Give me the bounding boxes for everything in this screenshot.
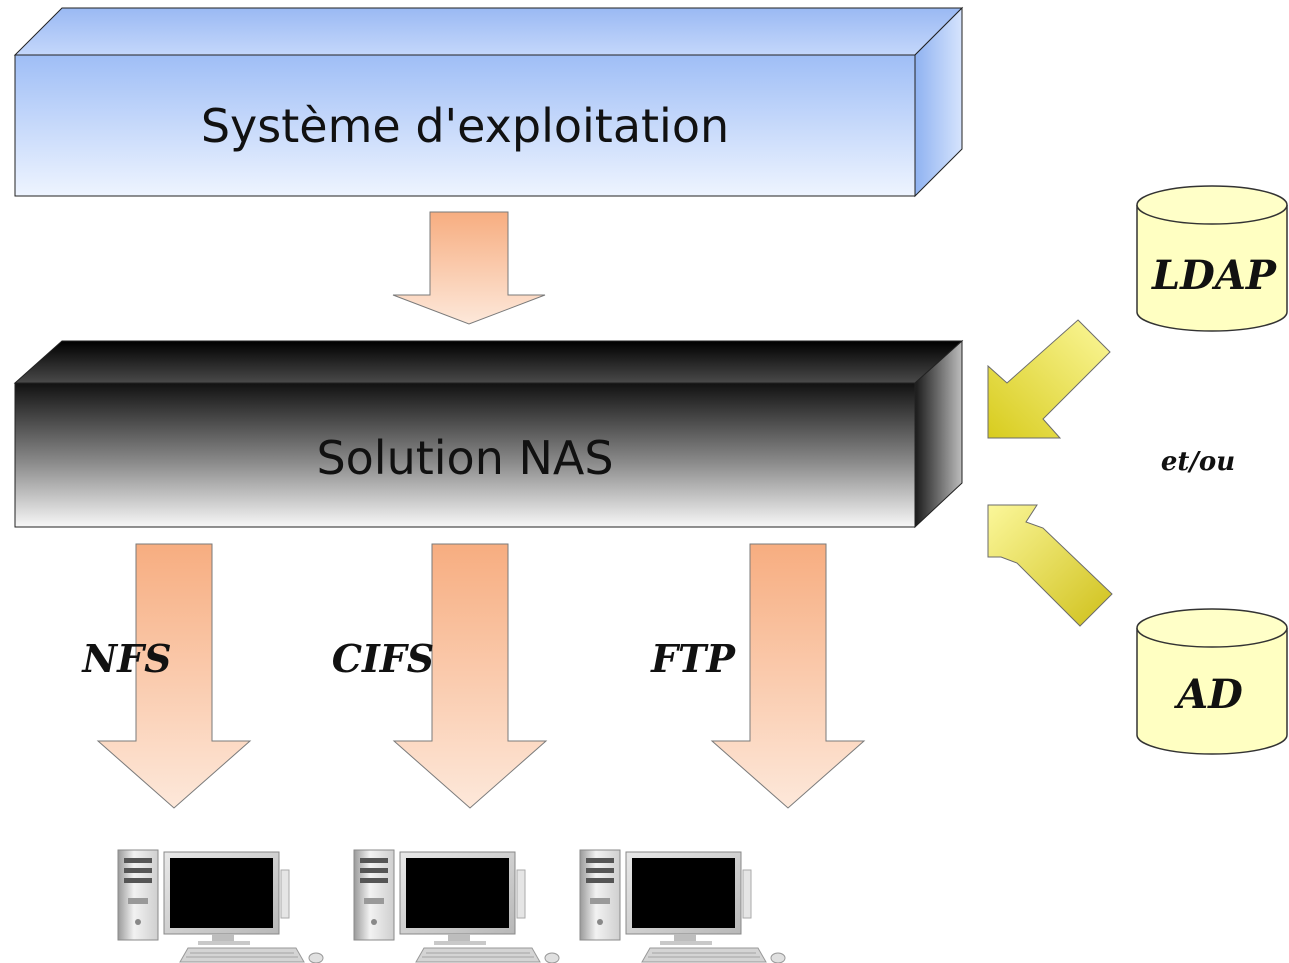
protocol-arrow-ftp: FTP: [650, 543, 866, 809]
down-arrow-os-to-nas: [392, 211, 546, 325]
ad-database-cylinder: AD: [1136, 608, 1288, 755]
and-or-connector-label: et/ou: [1161, 447, 1235, 477]
protocol-label-ftp: FTP: [650, 636, 736, 681]
ad-label: AD: [1173, 671, 1243, 718]
protocol-label-nfs: NFS: [81, 636, 171, 681]
protocol-arrow-nfs: NFS: [81, 543, 252, 809]
desktop-computer-icon: [117, 849, 324, 963]
desktop-computer-icon: [353, 849, 560, 963]
arrow-ldap-to-nas: [987, 319, 1111, 439]
protocol-label-cifs: CIFS: [332, 636, 434, 681]
operating-system-label: Système d'exploitation: [201, 99, 729, 153]
ldap-label: LDAP: [1151, 252, 1278, 299]
arrow-ad-to-nas: [987, 504, 1113, 627]
operating-system-box: Système d'exploitation: [13, 6, 964, 198]
ldap-database-cylinder: LDAP: [1136, 185, 1288, 332]
protocol-arrow-cifs: CIFS: [332, 543, 548, 809]
desktop-computer-icon: [579, 849, 786, 963]
nas-solution-label: Solution NAS: [316, 431, 613, 485]
nas-solution-box: Solution NAS: [13, 339, 964, 529]
